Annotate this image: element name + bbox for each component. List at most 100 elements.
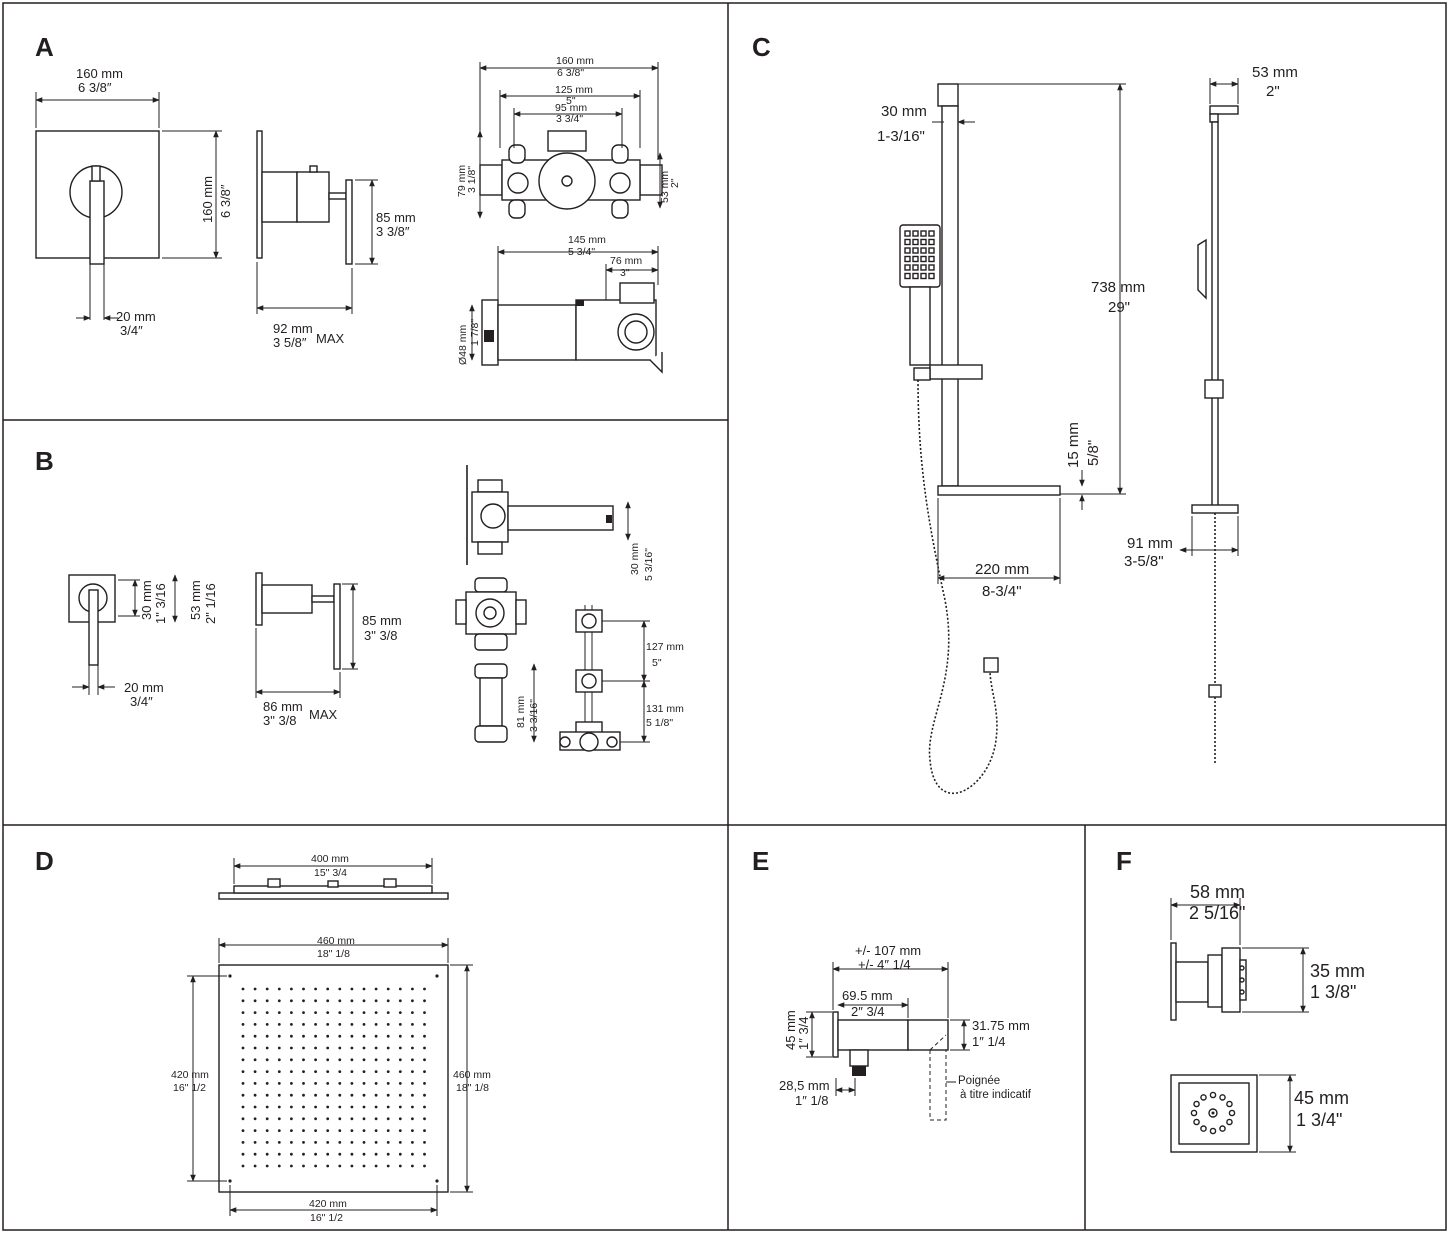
body-jet-nozzle [1226, 1118, 1233, 1126]
rain-nozzle-dot [386, 1046, 390, 1050]
rain-nozzle-dot [302, 1093, 305, 1097]
rain-nozzle-dot [241, 1034, 245, 1038]
rain-nozzle-dot [362, 987, 366, 991]
a-valve-c2-mm: 95 mm [555, 102, 587, 114]
rain-nozzle-dot [253, 1164, 257, 1168]
handshower-nozzle [920, 272, 927, 280]
rain-nozzle-dot [290, 1070, 293, 1073]
rain-nozzle-dot [338, 1058, 342, 1062]
rain-nozzle-dot [362, 1082, 366, 1085]
rain-nozzle-dot [290, 1105, 293, 1109]
a-side-diameter-in: 1 7/8" [469, 319, 481, 346]
rain-nozzle-dot [362, 1141, 366, 1144]
handshower-nozzle [904, 230, 911, 237]
rain-nozzle-dot [386, 1117, 390, 1121]
e-outlet-mm: 31.75 mm [972, 1018, 1030, 1033]
rain-nozzle-dot [411, 1082, 414, 1085]
rain-nozzle-dot [423, 1129, 426, 1132]
handshower-nozzle [904, 247, 911, 254]
rain-nozzle-dot [277, 999, 281, 1003]
panel-a-front-view [35, 130, 160, 320]
rain-nozzle-dot [386, 999, 390, 1003]
body-jet-nozzle [1209, 1127, 1217, 1135]
rain-nozzle-dot [314, 1023, 317, 1026]
a-valve-width-in: 6 3/8" [557, 67, 584, 79]
b-depth-in: 3" 3/8 [263, 713, 297, 728]
rain-nozzle-dot [386, 1141, 390, 1144]
a-valve-c1-mm: 125 mm [555, 84, 593, 96]
rain-nozzle-dot [350, 1117, 354, 1121]
rain-nozzle-dot [314, 1093, 317, 1097]
b-handle-mm: 85 mm [362, 613, 402, 628]
handshower-nozzle [920, 255, 927, 263]
rain-nozzle-dot [241, 1046, 245, 1050]
b-r2-in: 5 1/8" [646, 717, 673, 729]
rain-nozzle-dot [350, 1034, 354, 1038]
rain-nozzle-dot [374, 1082, 378, 1085]
rain-nozzle-dot [241, 1164, 245, 1168]
rain-nozzle-dot [398, 1164, 402, 1168]
rain-nozzle-dot [423, 1117, 426, 1121]
b-v-in: 5 3/16" [643, 548, 655, 581]
rain-nozzle-dot [302, 1070, 305, 1073]
e-width-in: 2″ 3/4 [851, 1004, 885, 1019]
rain-nozzle-dot [374, 1070, 378, 1073]
rain-nozzle-dot [386, 987, 390, 991]
rain-nozzle-dot [386, 1082, 390, 1085]
a-handle-height-in: 3 3/8″ [376, 224, 410, 239]
rain-nozzle-dot [314, 1105, 317, 1109]
rain-nozzle-dot [350, 1141, 354, 1144]
handshower-nozzle [904, 264, 911, 271]
rain-nozzle-dot [362, 1011, 366, 1014]
rain-nozzle-dot [411, 1058, 414, 1062]
rain-nozzle-dot [290, 987, 293, 991]
body-jet-nozzle [1219, 1125, 1226, 1132]
rain-nozzle-dot [302, 1082, 305, 1085]
rain-nozzle-dot [253, 1011, 257, 1014]
rain-nozzle-dot [253, 1093, 257, 1097]
d-height-mm: 460 mm [453, 1069, 491, 1081]
handshower-nozzle [912, 264, 919, 271]
rain-nozzle-dot [398, 1034, 402, 1038]
panel-c-letter: C [752, 32, 771, 62]
rain-nozzle-dot [265, 1058, 269, 1062]
rain-nozzle-dot [277, 987, 281, 991]
rain-nozzle-dot [314, 1070, 317, 1073]
rain-nozzle-dot [302, 1058, 305, 1062]
a-plate-width-in: 6 3/8″ [78, 80, 112, 95]
rain-nozzle-dot [314, 1129, 317, 1132]
rain-nozzle-dot [241, 1105, 245, 1109]
b-r1-mm: 127 mm [646, 641, 684, 653]
body-jet-nozzle [1193, 1118, 1200, 1126]
rain-nozzle-dot [314, 1058, 317, 1062]
rain-nozzle-dot [350, 1129, 354, 1132]
rain-nozzle-dot [241, 1082, 245, 1085]
rain-nozzle-dot [411, 999, 414, 1003]
a-handle-height-mm: 85 mm [376, 210, 416, 225]
a-plate-height-mm: 160 mm [200, 176, 215, 223]
rain-nozzle-dot [290, 999, 293, 1003]
rain-nozzle-dot [362, 1117, 366, 1121]
rain-nozzle-dot [350, 1093, 354, 1097]
rain-nozzle-dot [374, 1164, 378, 1168]
rain-nozzle-dot [362, 1023, 366, 1026]
rain-nozzle-dot [350, 1058, 354, 1062]
panel-b-front-view [68, 574, 116, 695]
rain-nozzle-dot [338, 1117, 342, 1121]
rain-nozzle-dot [265, 987, 269, 991]
rain-nozzle-dot [386, 1164, 390, 1168]
rain-nozzle-dot [411, 1105, 414, 1109]
b-v-mm: 30 mm [629, 543, 641, 575]
rain-nozzle-dot [411, 1046, 414, 1050]
rain-nozzle-dot [398, 1117, 402, 1121]
rain-nozzle-dot [386, 1058, 390, 1062]
rain-nozzle-dot [302, 1046, 305, 1050]
rain-nozzle-dot [350, 1046, 354, 1050]
rain-nozzle-dot [290, 1152, 293, 1156]
b-handle-in: 3" 3/8 [364, 628, 398, 643]
b-r3-in: 3 3/16" [528, 699, 540, 732]
rain-nozzle-dot [386, 1023, 390, 1026]
handshower-nozzle [912, 230, 919, 237]
body-jet-nozzle [1228, 1109, 1236, 1117]
rain-nozzle-dot [302, 987, 305, 991]
